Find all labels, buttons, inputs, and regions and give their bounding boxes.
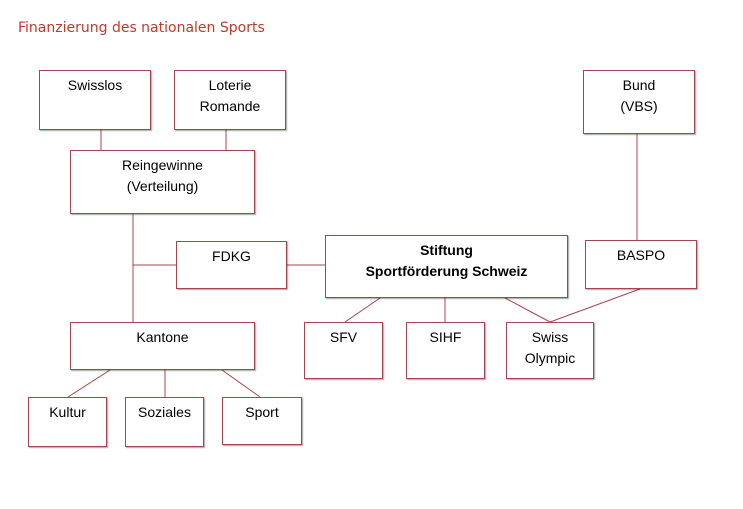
- node-kultur: Kultur: [28, 397, 107, 447]
- node-label: Sport: [245, 404, 279, 420]
- node-label: SFV: [329, 329, 358, 345]
- node-label: Olympic: [524, 350, 576, 366]
- node-soziales: Soziales: [125, 397, 204, 447]
- node-label: Stiftung: [420, 242, 473, 258]
- node-swiss-olympic: Swiss Olympic: [506, 322, 594, 379]
- connector-stiftung-sfv: [344, 297, 381, 323]
- node-label: Reingewinne: [122, 157, 203, 173]
- node-fdkg: FDKG: [176, 241, 287, 289]
- node-kantone: Kantone: [70, 322, 255, 370]
- node-swisslos: Swisslos: [39, 70, 151, 130]
- node-sport: Sport: [222, 397, 302, 445]
- node-label: Loterie: [208, 77, 252, 93]
- node-label: Bund: [622, 77, 656, 93]
- connector-kantone-sport: [221, 369, 261, 398]
- node-label: Soziales: [138, 404, 191, 420]
- node-label: SIHF: [429, 329, 462, 345]
- node-label: Swiss: [531, 329, 569, 345]
- node-label: (Verteilung): [126, 178, 199, 194]
- connector-stiftung-swiss-olympic: [504, 297, 551, 323]
- node-label: (VBS): [620, 98, 658, 114]
- connector-baspo-swiss-olympic: [549, 288, 641, 323]
- node-sihf: SIHF: [406, 322, 485, 379]
- node-label: Kantone: [136, 329, 189, 345]
- node-label: FDKG: [212, 248, 251, 264]
- node-reingewinne: Reingewinne (Verteilung): [70, 150, 255, 214]
- node-sfv: SFV: [304, 322, 383, 379]
- node-loterie-romande: Loterie Romande: [174, 70, 286, 130]
- node-label: Swisslos: [67, 77, 123, 93]
- node-label: Kultur: [49, 404, 86, 420]
- node-baspo: BASPO: [585, 240, 697, 289]
- node-stiftung-sportfoerderung: Stiftung Sportförderung Schweiz: [325, 235, 568, 298]
- node-label: Romande: [199, 98, 261, 114]
- diagram-title: Finanzierung des nationalen Sports: [18, 20, 265, 36]
- node-label: BASPO: [616, 247, 666, 263]
- connector-kantone-kultur: [67, 369, 111, 398]
- node-label: Sportförderung Schweiz: [365, 263, 528, 279]
- node-bund: Bund (VBS): [583, 70, 695, 134]
